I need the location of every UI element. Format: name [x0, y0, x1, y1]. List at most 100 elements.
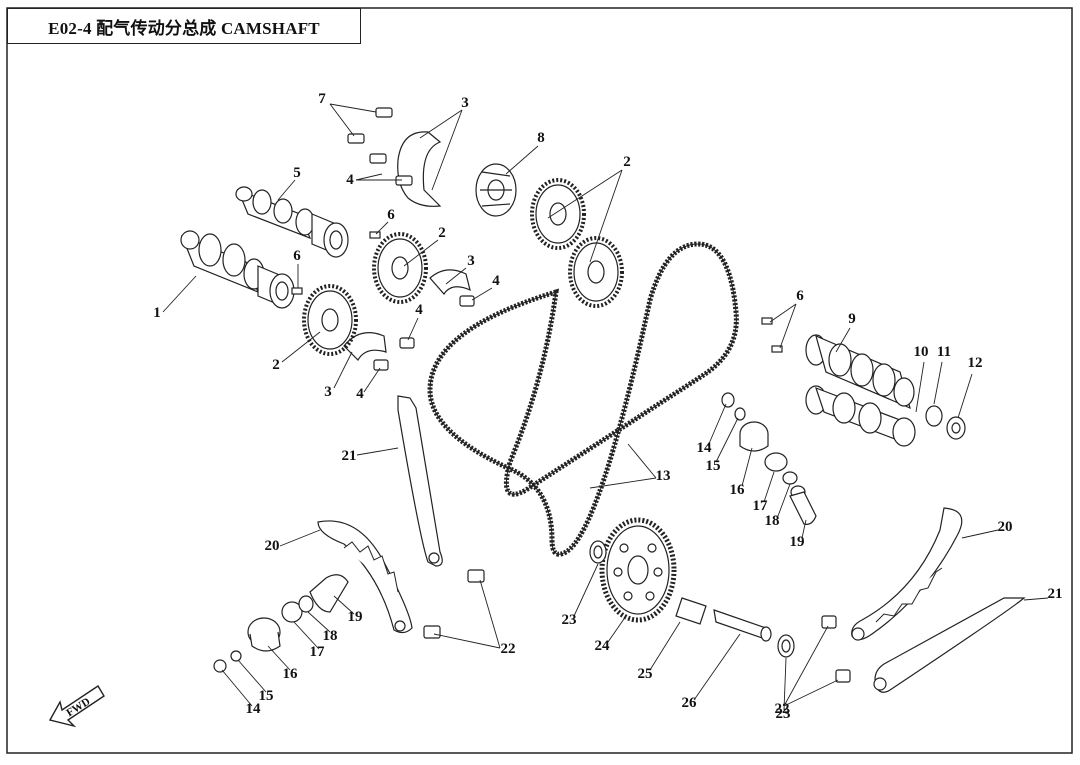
callout-label: 4: [356, 386, 364, 402]
drive-gear-24: [599, 517, 677, 623]
leader-line: [307, 611, 331, 633]
tensioner-guide-20-left: [317, 520, 413, 634]
callout-label: 23: [562, 612, 577, 628]
camshaft-5: [235, 186, 349, 258]
leader-line: [293, 621, 319, 649]
leader-lines: [162, 103, 1049, 711]
leader-line: [162, 275, 197, 313]
sprocket-mid: [372, 232, 428, 304]
leader-line: [627, 443, 657, 479]
leader-line: [783, 679, 839, 707]
leader-line: [355, 173, 383, 181]
callout-label: 18: [323, 628, 338, 644]
leader-line: [407, 317, 419, 341]
callout-label: 2: [272, 357, 280, 373]
callout-label: 24: [595, 638, 611, 654]
leader-line: [715, 417, 739, 463]
plate-3-lower: [343, 332, 387, 361]
callout-label: 3: [324, 384, 332, 400]
leader-line: [277, 179, 296, 201]
leader-line: [783, 657, 787, 711]
leader-line: [961, 529, 999, 539]
leader-line: [479, 579, 501, 649]
callout-label: 19: [348, 609, 363, 625]
leader-line: [801, 519, 807, 539]
leader-line: [741, 447, 753, 487]
leader-line: [547, 169, 623, 219]
callout-label: 3: [461, 95, 469, 111]
sprocket-lower: [302, 284, 358, 356]
leader-line: [505, 145, 539, 175]
leader-line: [279, 529, 321, 547]
callout-label: 6: [293, 248, 301, 264]
callout-label: 21: [342, 448, 357, 464]
leader-line: [267, 645, 291, 671]
bolts: [291, 107, 783, 371]
callout-label: 2: [623, 154, 631, 170]
callout-label: 3: [467, 253, 475, 269]
callout-label: 12: [968, 355, 983, 371]
callout-label: 2: [438, 225, 446, 241]
callout-label: 8: [537, 130, 545, 146]
leader-line: [329, 103, 377, 113]
camshaft-9: [805, 334, 916, 447]
leader-line: [333, 595, 355, 615]
callout-label: 11: [937, 344, 951, 360]
leader-line: [777, 483, 791, 517]
leader-line: [607, 615, 627, 643]
leader-line: [933, 361, 943, 405]
page-title: E02-4 配气传动分总成 CAMSHAFT: [48, 18, 320, 38]
leader-line: [779, 303, 797, 349]
leader-line: [649, 621, 681, 671]
leader-line: [915, 361, 925, 413]
leader-line: [589, 477, 657, 489]
leader-line: [693, 633, 741, 701]
callout-label: 22: [775, 701, 790, 717]
leader-line: [763, 471, 775, 503]
callout-label: 6: [387, 207, 395, 223]
tensioner-assembly-right: [721, 392, 817, 525]
leader-line: [769, 303, 797, 323]
misc-parts: [423, 405, 966, 683]
callout-label: 1: [153, 305, 161, 321]
callout-label: 15: [706, 458, 721, 474]
sprocket-upper-front: [568, 236, 624, 308]
tensioner-assembly-left: [213, 574, 349, 673]
callout-label: 14: [246, 701, 262, 717]
callout-label: 26: [682, 695, 698, 711]
chain-guide-21-left: [397, 395, 443, 567]
callout-label: 19: [790, 534, 805, 550]
leader-line: [707, 403, 727, 447]
leader-line: [783, 625, 829, 707]
leader-line: [329, 103, 355, 137]
leader-line: [281, 331, 321, 363]
callout-label: 4: [346, 172, 354, 188]
leader-line: [363, 367, 381, 393]
reluctor-wheel-8: [475, 163, 517, 217]
callout-label: 10: [914, 344, 929, 360]
leader-line: [1023, 597, 1049, 601]
leader-line: [403, 239, 439, 267]
fwd-arrow-icon: [48, 685, 105, 728]
fwd-arrow: FWD: [48, 685, 105, 728]
leader-line: [433, 633, 501, 649]
leader-line: [419, 109, 463, 139]
sprocket-upper-rear: [530, 178, 586, 250]
callout-label: 7: [318, 91, 326, 107]
callout-label: 22: [501, 641, 516, 657]
callout-label: 4: [415, 302, 423, 318]
leader-line: [835, 327, 851, 353]
leader-line: [573, 563, 599, 617]
callout-label: 21: [1048, 586, 1063, 602]
callout-label: 18: [765, 513, 780, 529]
chain-guide-21-right: [873, 597, 1026, 693]
timing-chain-13: [427, 241, 739, 557]
title-box: E02-4 配气传动分总成 CAMSHAFT: [7, 8, 361, 44]
callout-label: 20: [998, 519, 1013, 535]
leader-line: [333, 351, 353, 389]
callout-label: 16: [283, 666, 299, 682]
camshaft-1: [180, 230, 295, 309]
callout-label: 14: [697, 440, 713, 456]
